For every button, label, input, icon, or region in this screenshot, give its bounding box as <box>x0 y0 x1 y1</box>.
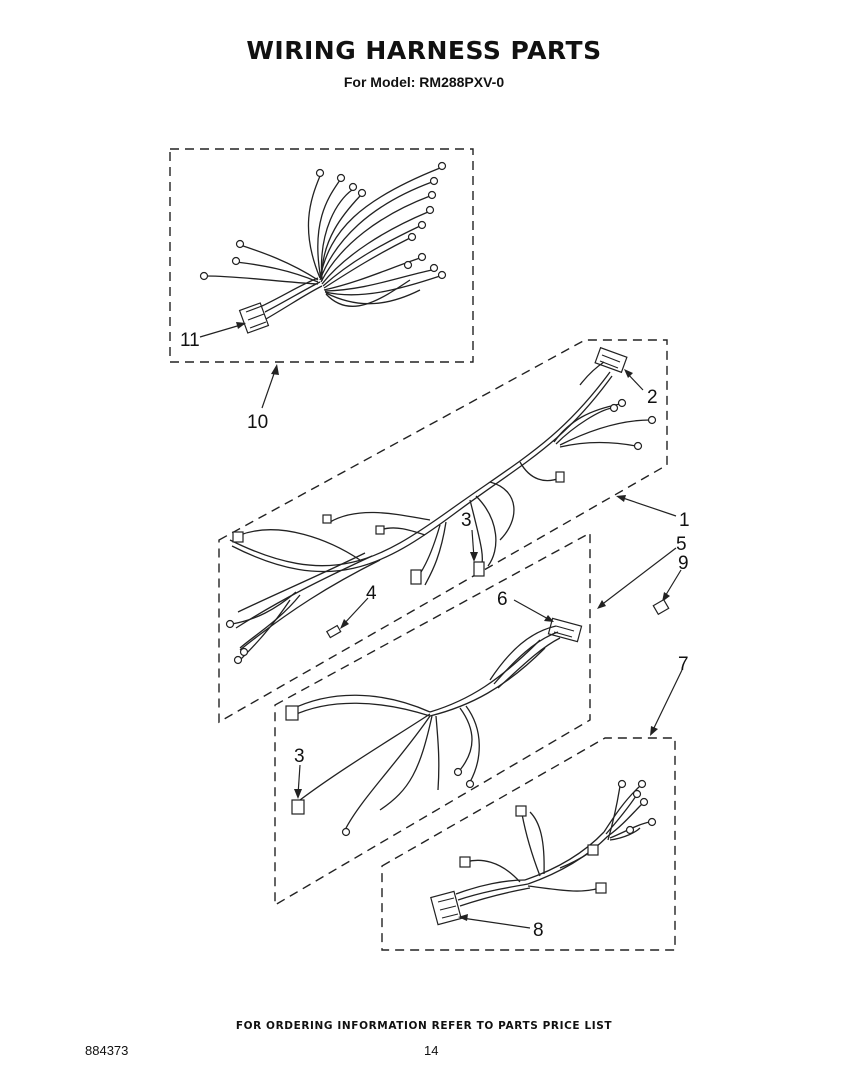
connector-6 <box>547 617 583 643</box>
ordering-note: FOR ORDERING INFORMATION REFER TO PARTS … <box>235 1020 613 1032</box>
callout-7: 7 <box>678 654 689 675</box>
page-number: 14 <box>424 1043 439 1058</box>
leader-7 <box>651 669 683 733</box>
group-1-dashed-box <box>218 339 668 724</box>
callout-5: 5 <box>676 534 687 555</box>
leader-4 <box>341 597 369 627</box>
group-7-dashed-box <box>381 737 676 951</box>
group-5-dashed-box <box>274 531 591 907</box>
leader-6 <box>513 599 551 621</box>
document-number: 884373 <box>85 1043 129 1058</box>
callout-3-lower: 3 <box>294 746 305 767</box>
callout-4: 4 <box>366 583 377 604</box>
callout-10: 10 <box>247 412 268 433</box>
leader-9 <box>663 569 682 599</box>
callout-2: 2 <box>647 387 658 408</box>
connector-11 <box>238 302 270 334</box>
leader-5 <box>599 547 677 607</box>
harness-group-10 <box>169 148 474 363</box>
leader-8 <box>461 917 531 929</box>
harness-group-1 <box>218 339 668 724</box>
callout-11: 11 <box>180 330 200 351</box>
callout-6: 6 <box>497 589 508 610</box>
part-9-clip <box>652 598 670 616</box>
harness-group-5 <box>274 531 591 907</box>
group-10-dashed-box <box>169 148 474 363</box>
callout-3-upper: 3 <box>461 510 472 531</box>
callout-1: 1 <box>679 510 690 531</box>
terminal-4 <box>325 624 342 639</box>
model-subtitle: For Model: RM288PXV-0 <box>343 74 505 90</box>
leader-10 <box>261 367 277 409</box>
page-title: WIRING HARNESS PARTS <box>246 36 602 65</box>
leader-11 <box>199 323 245 338</box>
callout-8: 8 <box>533 920 544 941</box>
connector-8 <box>430 890 462 926</box>
leader-1 <box>619 496 677 517</box>
connector-2 <box>594 346 628 374</box>
harness-group-7 <box>381 737 676 951</box>
callout-9: 9 <box>678 553 689 574</box>
